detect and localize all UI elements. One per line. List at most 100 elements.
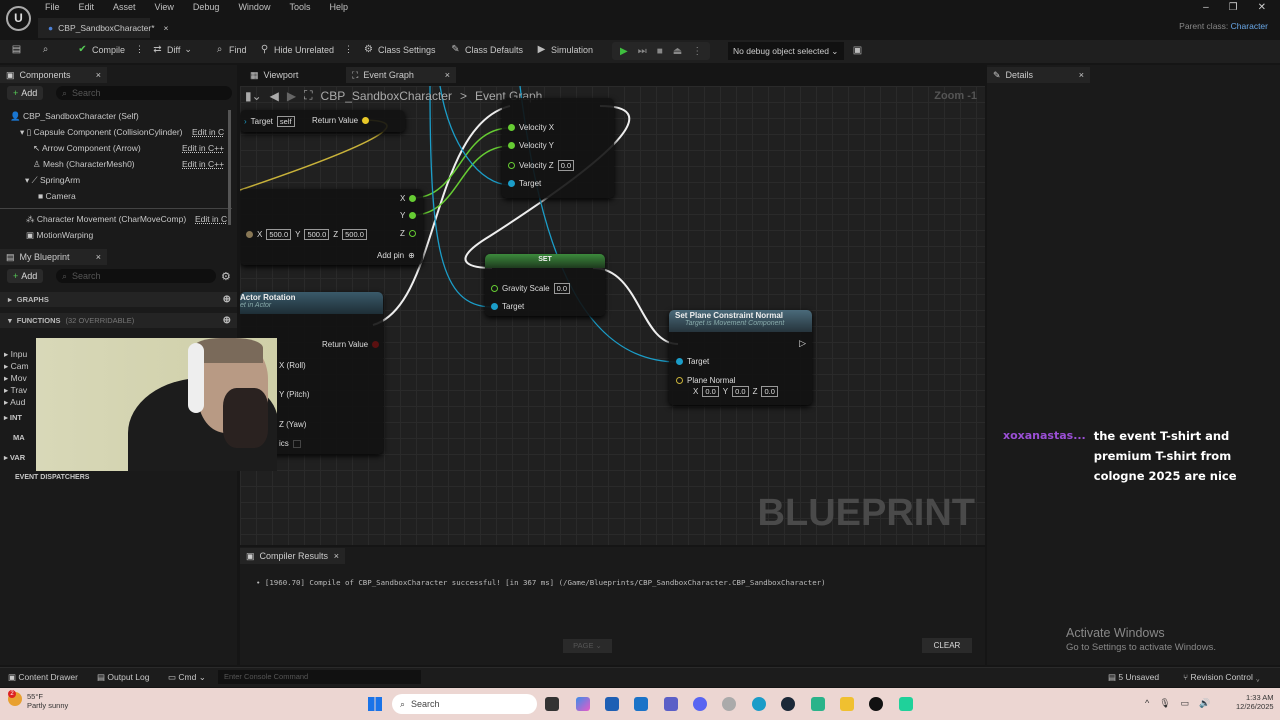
function-item[interactable]: ▸ Trav: [4, 385, 28, 395]
start-button[interactable]: [368, 697, 382, 711]
add-graph-icon[interactable]: ⊕: [222, 294, 231, 305]
debug-filter-icon[interactable]: ▣: [852, 45, 863, 56]
function-item[interactable]: ▸ Mov: [4, 373, 27, 383]
section-variables[interactable]: ▸ VAR: [4, 453, 26, 462]
edit-in-cpp-link[interactable]: Edit in C++: [182, 143, 225, 153]
hide-unrelated-button[interactable]: ⚲Hide Unrelated⋮: [260, 44, 354, 55]
function-item[interactable]: ▸ Inpu: [4, 349, 28, 359]
tab-components[interactable]: ▣Components×: [0, 67, 107, 83]
page-button[interactable]: PAGE ⌄: [563, 639, 612, 653]
cmd-select[interactable]: ▭ Cmd ⌄: [168, 672, 206, 682]
stop-icon[interactable]: ■: [656, 45, 663, 57]
back-icon[interactable]: ◀: [269, 88, 279, 103]
more-icon[interactable]: ⋮: [692, 45, 703, 57]
file-explorer-icon[interactable]: [840, 697, 854, 711]
close-icon[interactable]: ×: [1078, 70, 1084, 80]
debug-object-select[interactable]: No debug object selected ⌄: [728, 42, 844, 60]
forward-icon[interactable]: ▶: [286, 88, 297, 103]
tree-item-self[interactable]: 👤 CBP_SandboxCharacter (Self): [10, 111, 139, 121]
bookmark-icon[interactable]: ▮⌄: [245, 88, 262, 103]
edit-in-cpp-link[interactable]: Edit in C: [192, 127, 225, 137]
menu-window[interactable]: Window: [238, 2, 271, 12]
close-window-icon[interactable]: ✕: [1257, 2, 1266, 13]
tree-item-arrow[interactable]: ↖ Arrow Component (Arrow): [33, 143, 141, 153]
taskview-icon[interactable]: [545, 697, 559, 711]
tree-item-camera[interactable]: ■ Camera: [38, 191, 76, 201]
unreal-logo-icon[interactable]: U: [6, 6, 31, 31]
app3-icon[interactable]: [899, 697, 913, 711]
section-functions[interactable]: ▾ FUNCTIONS(32 OVERRIDABLE)⊕: [0, 313, 237, 328]
class-defaults-button[interactable]: ✎Class Defaults: [451, 44, 524, 55]
tab-details[interactable]: ✎Details×: [987, 67, 1090, 83]
close-icon[interactable]: ×: [444, 70, 450, 80]
hierarchy-icon[interactable]: ⛶: [304, 88, 313, 102]
compile-button[interactable]: ✔Compile⋮: [78, 44, 145, 55]
output-log-button[interactable]: ▤ Output Log: [97, 672, 150, 682]
play-icon[interactable]: ▶: [620, 45, 628, 57]
restore-icon[interactable]: ❐: [1228, 2, 1238, 13]
add-component-button[interactable]: +Add: [7, 86, 44, 100]
function-item[interactable]: ▸ Aud: [4, 397, 26, 407]
close-icon[interactable]: ×: [163, 23, 169, 33]
menu-help[interactable]: Help: [329, 2, 348, 12]
content-drawer-button[interactable]: ▣ Content Drawer: [8, 672, 78, 682]
tree-item-springarm[interactable]: ▾ ⟋ SpringArm: [25, 175, 81, 185]
menu-debug[interactable]: Debug: [192, 2, 220, 12]
eject-icon[interactable]: ⏏: [672, 45, 683, 57]
tree-item-capsule[interactable]: ▾ ▯ Capsule Component (CollisionCylinder…: [20, 127, 183, 137]
discord-icon[interactable]: [693, 697, 707, 711]
store-icon[interactable]: [605, 697, 619, 711]
tab-event-graph[interactable]: ⛶Event Graph×: [346, 67, 456, 83]
minimize-icon[interactable]: –: [1203, 2, 1209, 13]
app2-icon[interactable]: [811, 697, 825, 711]
tab-viewport[interactable]: ▦Viewport: [250, 69, 299, 81]
function-item[interactable]: ▸ Cam: [4, 361, 29, 371]
section-interfaces[interactable]: ▸ INT: [4, 413, 22, 422]
section-event-dispatchers[interactable]: EVENT DISPATCHERS: [15, 474, 90, 481]
components-search-input[interactable]: ⌕Search: [56, 86, 232, 100]
section-graphs[interactable]: ▸ GRAPHS⊕: [0, 292, 237, 307]
app-icon[interactable]: [722, 697, 736, 711]
console-input[interactable]: Enter Console Command: [218, 670, 421, 684]
tree-item-character-movement[interactable]: ⁂ Character Movement (CharMoveComp): [26, 214, 187, 224]
system-tray[interactable]: ^🎙▭🔊: [1145, 698, 1221, 708]
close-icon[interactable]: ×: [95, 252, 101, 262]
copilot-icon[interactable]: [576, 697, 590, 711]
tab-my-blueprint[interactable]: ▤My Blueprint×: [0, 249, 107, 265]
menu-file[interactable]: File: [45, 2, 60, 12]
unsaved-button[interactable]: ▤ 5 Unsaved: [1108, 672, 1160, 682]
edge-icon[interactable]: [752, 697, 766, 711]
document-tab[interactable]: ●CBP_SandboxCharacter*×: [38, 18, 169, 38]
browse-icon[interactable]: ⌕: [42, 44, 49, 55]
steam-icon[interactable]: [781, 697, 795, 711]
outlook-icon[interactable]: [634, 697, 648, 711]
event-graph-canvas[interactable]: ▮⌄◀▶⛶ CBP_SandboxCharacter>Event Graph Z…: [240, 86, 985, 545]
simulation-button[interactable]: ▶Simulation: [537, 44, 594, 55]
blueprint-search-input[interactable]: ⌕Search: [56, 269, 216, 283]
unreal-taskbar-icon[interactable]: [869, 697, 883, 711]
find-button[interactable]: ⌕Find: [214, 44, 247, 55]
revision-control-button[interactable]: ⑂ Revision Control ⌄: [1183, 672, 1261, 682]
menu-edit[interactable]: Edit: [78, 2, 95, 12]
taskbar-search[interactable]: ⌕Search: [392, 694, 537, 714]
parent-class-link[interactable]: Character: [1230, 21, 1268, 31]
diff-button[interactable]: ⇄Diff⌄: [153, 44, 192, 55]
menu-tools[interactable]: Tools: [289, 2, 311, 12]
add-pin-button[interactable]: Add pin⊕: [377, 251, 415, 260]
add-blueprint-button[interactable]: +Add: [7, 269, 44, 283]
section-macros[interactable]: MA: [13, 433, 25, 442]
close-icon[interactable]: ×: [333, 551, 339, 561]
teams-icon[interactable]: [664, 697, 678, 711]
clear-button[interactable]: CLEAR: [922, 638, 972, 653]
settings-gear-icon[interactable]: ⚙: [221, 271, 231, 283]
add-function-icon[interactable]: ⊕: [222, 315, 231, 326]
class-settings-button[interactable]: ⚙Class Settings: [364, 44, 436, 55]
breadcrumb-root[interactable]: CBP_SandboxCharacter: [320, 88, 452, 103]
